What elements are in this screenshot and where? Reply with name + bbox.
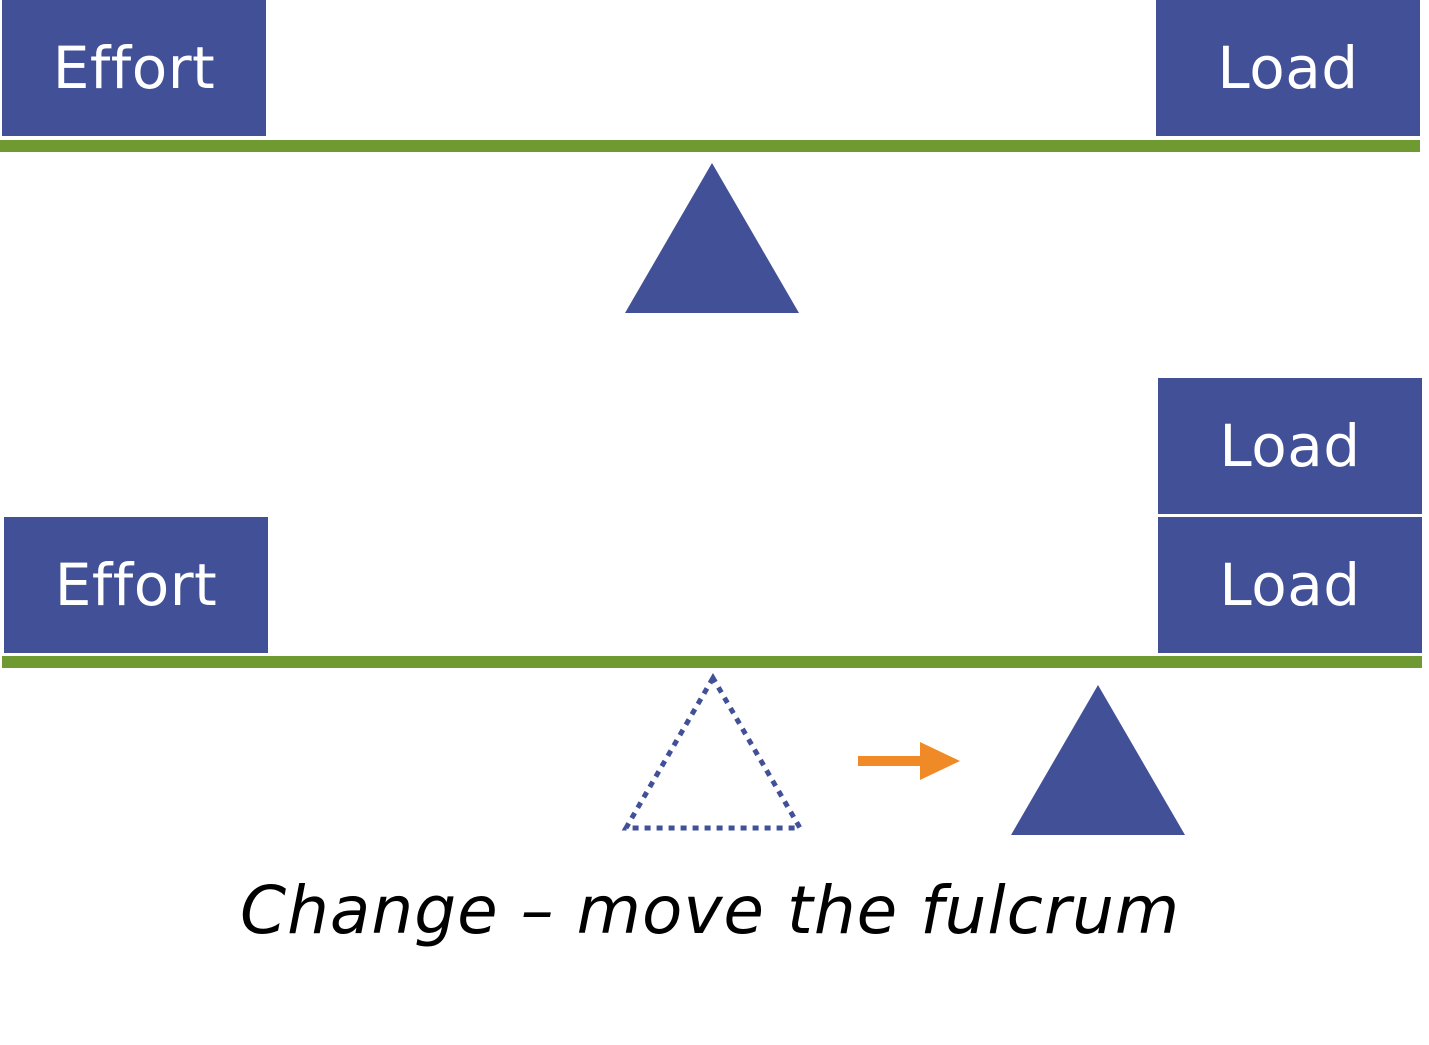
lever-beam-bottom xyxy=(2,656,1422,668)
fulcrum-triangle-new-position xyxy=(1011,685,1185,835)
lever-beam-top xyxy=(0,140,1420,152)
load-box-bottom-lower: Load xyxy=(1158,517,1422,653)
effort-box-top: Effort xyxy=(2,0,266,136)
load-label: Load xyxy=(1219,412,1361,480)
load-label: Load xyxy=(1219,551,1361,619)
load-label: Load xyxy=(1217,34,1359,102)
effort-label: Effort xyxy=(52,34,216,102)
load-box-top: Load xyxy=(1156,0,1420,136)
fulcrum-triangle-top xyxy=(625,163,799,313)
fulcrum-triangle-old-position xyxy=(621,673,805,831)
effort-label: Effort xyxy=(54,551,218,619)
move-arrow-head xyxy=(920,742,960,780)
effort-box-bottom: Effort xyxy=(4,517,268,653)
diagram-caption: Change – move the fulcrum xyxy=(240,872,1181,949)
load-box-bottom-upper: Load xyxy=(1158,378,1422,514)
